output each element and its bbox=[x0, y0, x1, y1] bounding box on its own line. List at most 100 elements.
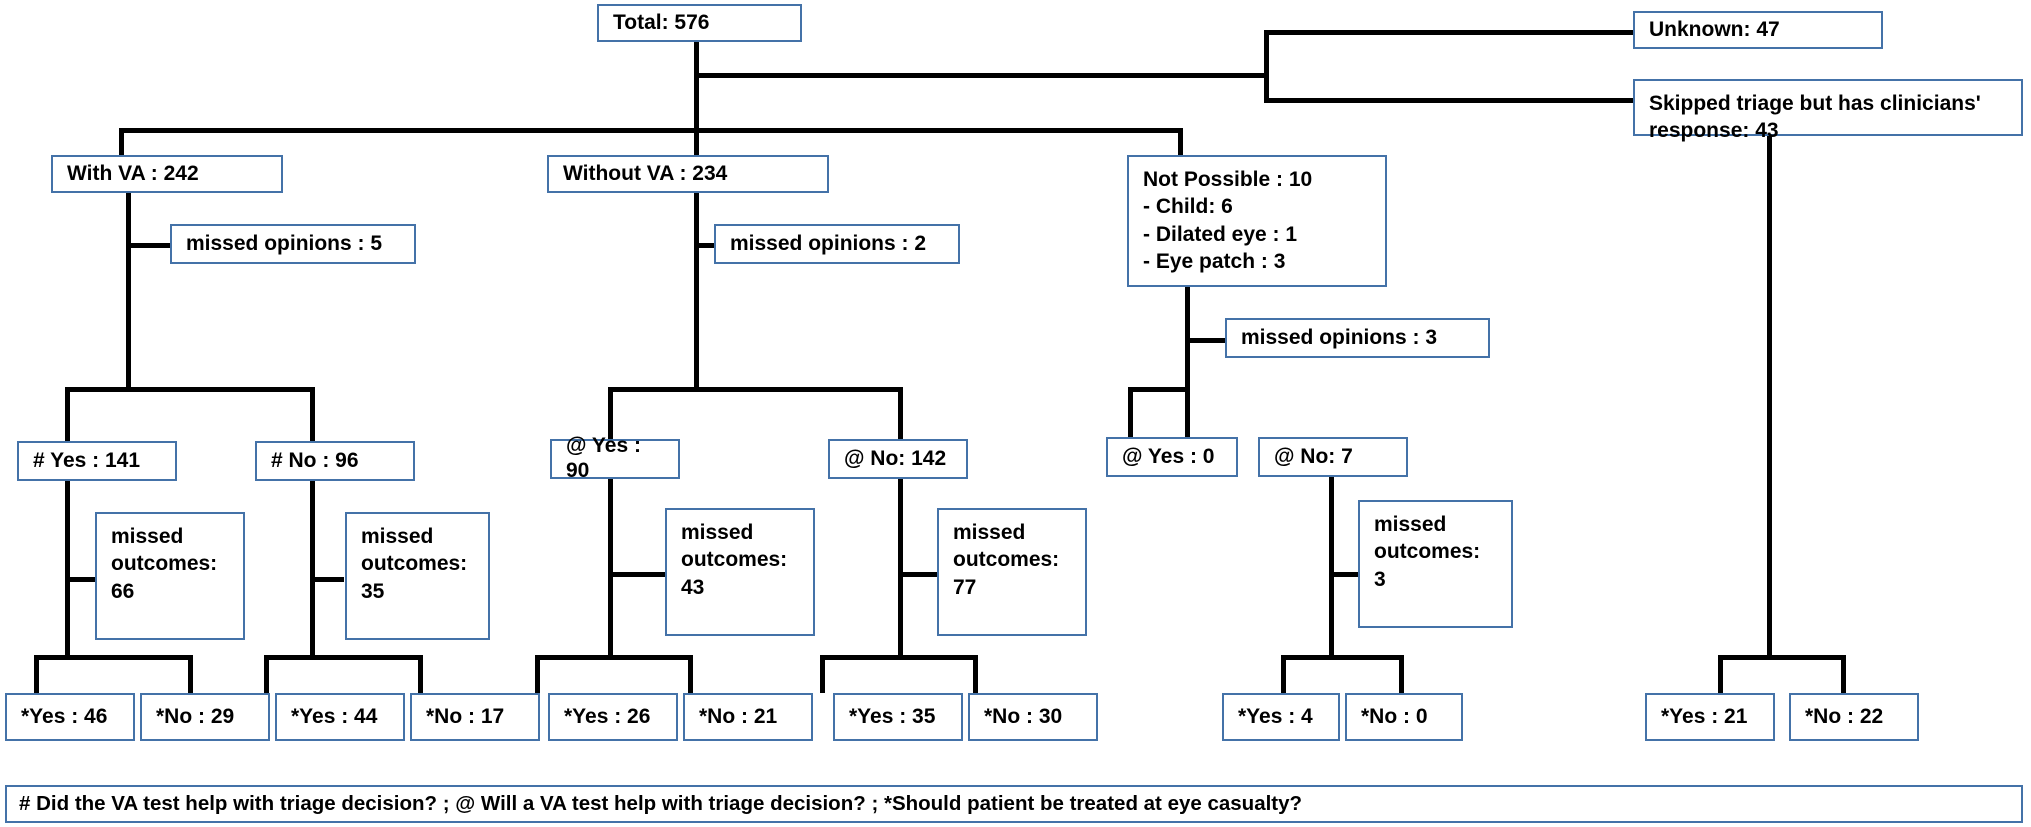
connector-drop-star-no-3 bbox=[688, 655, 693, 693]
connector-with-va-stem bbox=[126, 193, 131, 387]
connector-skipped-stem bbox=[1767, 136, 1772, 655]
node-star-no-3[interactable]: *No : 21 bbox=[683, 693, 813, 741]
connector-drop-at-no-np bbox=[1185, 387, 1190, 437]
connector-drop-hash-no bbox=[310, 387, 315, 441]
connector-right-group-spine bbox=[1264, 30, 1269, 103]
connector-drop-star-yes-5 bbox=[1281, 655, 1286, 693]
node-unknown[interactable]: Unknown: 47 bbox=[1633, 11, 1883, 49]
connector-drop-star-yes-1 bbox=[34, 655, 39, 693]
node-star-no-6[interactable]: *No : 22 bbox=[1789, 693, 1919, 741]
node-star-yes-6[interactable]: *Yes : 21 bbox=[1645, 693, 1775, 741]
node-at-no-not-possible-label: @ No: 7 bbox=[1274, 444, 1353, 468]
node-star-no-1[interactable]: *No : 29 bbox=[140, 693, 270, 741]
connector-main-branch-bar bbox=[119, 128, 1183, 133]
node-star-no-5[interactable]: *No : 0 bbox=[1345, 693, 1463, 741]
node-without-va[interactable]: Without VA : 234 bbox=[547, 155, 829, 193]
node-missed-opinions-without-va[interactable]: missed opinions : 2 bbox=[714, 224, 960, 264]
node-at-no-without-va[interactable]: @ No: 142 bbox=[828, 439, 968, 479]
node-missed-outcomes-hash-no[interactable]: missed outcomes: 35 bbox=[345, 512, 490, 640]
connector-drop-at-no bbox=[898, 387, 903, 441]
node-hash-no[interactable]: # No : 96 bbox=[255, 441, 415, 481]
connector-drop-hash-yes bbox=[65, 387, 70, 441]
node-missed-outcomes-hash-yes-label: missed outcomes: 66 bbox=[111, 525, 218, 603]
connector-at-yes-stem bbox=[608, 475, 613, 655]
node-star-no-2-label: *No : 17 bbox=[426, 704, 505, 728]
connector-at-no-np-stem bbox=[1329, 475, 1334, 655]
node-at-yes-not-possible[interactable]: @ Yes : 0 bbox=[1106, 437, 1238, 477]
node-star-yes-1[interactable]: *Yes : 46 bbox=[5, 693, 135, 741]
connector-drop-star-yes-2 bbox=[264, 655, 269, 693]
connector-drop-star-yes-4 bbox=[820, 655, 825, 693]
node-star-yes-5-label: *Yes : 4 bbox=[1238, 704, 1313, 728]
node-star-yes-3[interactable]: *Yes : 26 bbox=[548, 693, 678, 741]
connector-drop-not-possible bbox=[1178, 128, 1183, 155]
node-without-va-label: Without VA : 234 bbox=[563, 161, 728, 185]
node-hash-yes-label: # Yes : 141 bbox=[33, 448, 141, 472]
node-unknown-label: Unknown: 47 bbox=[1649, 17, 1780, 41]
node-with-va[interactable]: With VA : 242 bbox=[51, 155, 283, 193]
node-missed-opinions-with-va-label: missed opinions : 5 bbox=[186, 231, 383, 255]
connector-without-va-stem bbox=[694, 193, 699, 387]
connector-hash-no-to-missed-outcomes bbox=[310, 577, 344, 582]
connector-drop-without-va bbox=[694, 128, 699, 155]
connector-not-possible-stem bbox=[1185, 287, 1190, 437]
node-star-yes-5[interactable]: *Yes : 4 bbox=[1222, 693, 1340, 741]
node-not-possible-label: Not Possible : 10 - Child: 6 - Dilated e… bbox=[1143, 168, 1313, 273]
connector-hash-yes-stem bbox=[65, 480, 70, 655]
node-missed-opinions-not-possible[interactable]: missed opinions : 3 bbox=[1225, 318, 1490, 358]
node-with-va-label: With VA : 242 bbox=[67, 161, 199, 185]
node-missed-outcomes-at-yes-label: missed outcomes: 43 bbox=[681, 521, 788, 599]
node-at-no-not-possible[interactable]: @ No: 7 bbox=[1258, 437, 1408, 477]
legend-bar: # Did the VA test help with triage decis… bbox=[5, 785, 2023, 823]
connector-at-yes-to-missed-outcomes bbox=[608, 572, 666, 577]
node-star-no-6-label: *No : 22 bbox=[1805, 704, 1884, 728]
node-skipped-triage[interactable]: Skipped triage but has clinicians' respo… bbox=[1633, 79, 2023, 142]
node-star-no-2[interactable]: *No : 17 bbox=[410, 693, 540, 741]
node-skipped-triage-label: Skipped triage but has clinicians' respo… bbox=[1649, 92, 1981, 143]
connector-at-no-np-split-bar bbox=[1281, 655, 1403, 660]
connector-drop-with-va bbox=[119, 128, 124, 155]
node-star-yes-2[interactable]: *Yes : 44 bbox=[275, 693, 405, 741]
node-star-yes-3-label: *Yes : 26 bbox=[564, 704, 651, 728]
node-missed-outcomes-at-no-label: missed outcomes: 77 bbox=[953, 521, 1060, 599]
node-missed-opinions-with-va[interactable]: missed opinions : 5 bbox=[170, 224, 416, 264]
node-total[interactable]: Total: 576 bbox=[597, 4, 802, 42]
node-star-yes-6-label: *Yes : 21 bbox=[1661, 704, 1748, 728]
node-hash-yes[interactable]: # Yes : 141 bbox=[17, 441, 177, 481]
connector-drop-star-no-4 bbox=[973, 655, 978, 693]
connector-hash-no-split-bar bbox=[264, 655, 423, 660]
connector-at-no-to-missed-outcomes bbox=[898, 572, 938, 577]
node-not-possible[interactable]: Not Possible : 10 - Child: 6 - Dilated e… bbox=[1127, 155, 1387, 287]
node-at-yes-without-va[interactable]: @ Yes : 90 bbox=[550, 434, 680, 482]
node-at-yes-not-possible-label: @ Yes : 0 bbox=[1122, 444, 1215, 468]
connector-with-va-to-missed-opinions bbox=[126, 243, 170, 248]
node-missed-opinions-without-va-label: missed opinions : 2 bbox=[730, 231, 927, 255]
connector-hash-no-stem bbox=[310, 480, 315, 655]
connector-at-no-split-bar bbox=[820, 655, 978, 660]
legend-text: # Did the VA test help with triage decis… bbox=[19, 792, 1303, 815]
connector-drop-star-no-1 bbox=[188, 655, 193, 693]
connector-at-no-stem bbox=[898, 475, 903, 655]
node-missed-outcomes-at-no[interactable]: missed outcomes: 77 bbox=[937, 508, 1087, 636]
node-hash-no-label: # No : 96 bbox=[271, 448, 359, 472]
node-star-no-4-label: *No : 30 bbox=[984, 704, 1063, 728]
node-missed-outcomes-at-no-np[interactable]: missed outcomes: 3 bbox=[1358, 500, 1513, 628]
node-star-yes-4-label: *Yes : 35 bbox=[849, 704, 936, 728]
connector-drop-star-yes-3 bbox=[535, 655, 540, 693]
connector-total-trunk bbox=[694, 40, 699, 132]
connector-at-no-np-to-missed-outcomes bbox=[1329, 572, 1359, 577]
node-missed-outcomes-at-yes[interactable]: missed outcomes: 43 bbox=[665, 508, 815, 636]
node-missed-outcomes-hash-yes[interactable]: missed outcomes: 66 bbox=[95, 512, 245, 640]
connector-to-skipped bbox=[1264, 98, 1634, 103]
node-star-yes-1-label: *Yes : 46 bbox=[21, 704, 108, 728]
node-at-yes-without-va-label: @ Yes : 90 bbox=[566, 434, 641, 482]
connector-drop-at-yes bbox=[608, 387, 613, 441]
node-star-no-1-label: *No : 29 bbox=[156, 704, 235, 728]
node-missed-opinions-not-possible-label: missed opinions : 3 bbox=[1241, 325, 1438, 349]
node-total-label: Total: 576 bbox=[613, 10, 710, 34]
node-star-no-4[interactable]: *No : 30 bbox=[968, 693, 1098, 741]
node-star-no-3-label: *No : 21 bbox=[699, 704, 778, 728]
connector-drop-at-yes-np bbox=[1128, 387, 1133, 437]
node-star-yes-4[interactable]: *Yes : 35 bbox=[833, 693, 963, 741]
